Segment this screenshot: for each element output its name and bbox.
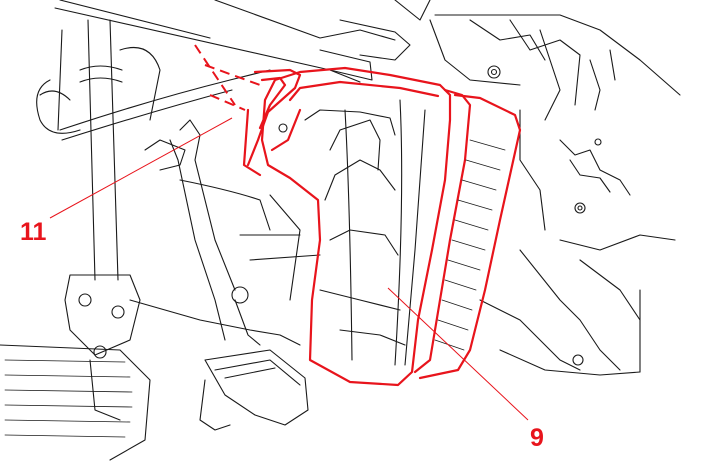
leader-lines [49,117,529,421]
dashboard-structure [54,0,681,376]
brake-pedal [129,119,309,431]
wiring [59,69,321,301]
leader-line-9 [387,287,529,421]
callout-11: 11 [20,218,47,246]
part-9-housing [260,65,522,387]
steering-column [0,19,161,461]
callout-9: 9 [530,424,544,452]
leader-line-11 [49,117,233,219]
part-11-duct [194,44,302,177]
